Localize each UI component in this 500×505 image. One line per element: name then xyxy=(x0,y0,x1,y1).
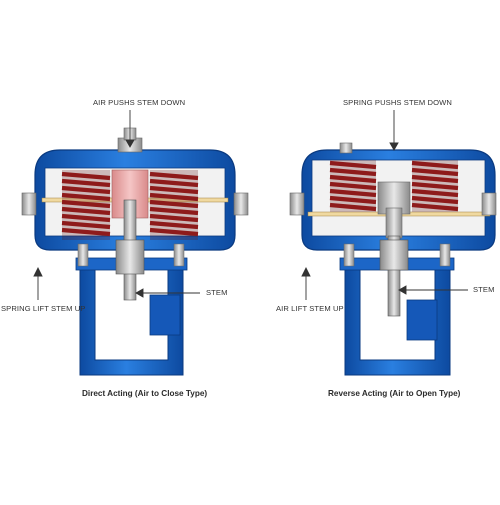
caption-direct-acting: Direct Acting (Air to Close Type) xyxy=(82,389,208,398)
reverse-acting-actuator xyxy=(289,110,497,376)
yoke-side-plate-left xyxy=(149,294,181,336)
bolt-left-2 xyxy=(233,192,249,216)
bolt-left-1 xyxy=(21,192,37,216)
label-stem-left: STEM xyxy=(206,288,228,297)
label-air-pushes-stem-down: AIR PUSHS STEM DOWN xyxy=(93,98,186,107)
direct-acting-actuator xyxy=(21,110,249,376)
stem-connector-right xyxy=(379,239,409,271)
stem-connector-left xyxy=(115,239,145,275)
spring-group-right-b xyxy=(411,160,459,212)
label-spring-pushes-stem-down: SPRING PUSHS STEM DOWN xyxy=(343,98,452,107)
bolt-right-2 xyxy=(481,192,497,216)
spring-group-left-b xyxy=(149,170,199,240)
vent-plug-right xyxy=(339,142,353,154)
bolt-right-1 xyxy=(289,192,305,216)
label-air-lift-stem-up: AIR LIFT STEM UP xyxy=(276,304,344,313)
label-stem-right: STEM xyxy=(473,285,495,294)
label-spring-lift-stem-up: SPRING LIFT STEM UP xyxy=(1,304,86,313)
spring-group-right-a xyxy=(329,160,377,212)
yoke-side-plate-right xyxy=(406,299,438,341)
spring-group-left-a xyxy=(61,170,111,240)
caption-reverse-acting: Reverse Acting (Air to Open Type) xyxy=(328,389,461,398)
